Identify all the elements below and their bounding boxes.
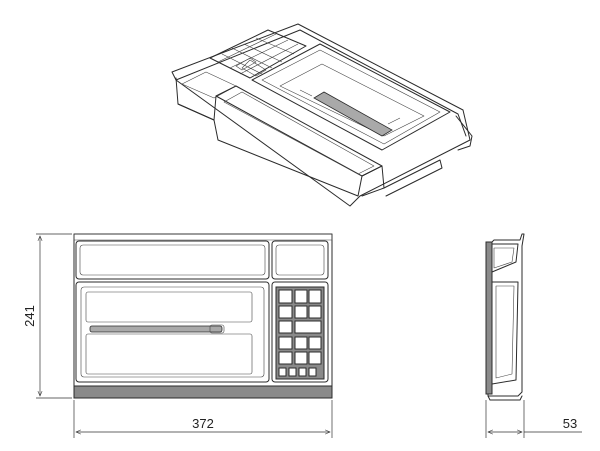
dimension-width: 372 — [73, 400, 333, 438]
depth-label: 53 — [563, 416, 577, 431]
compartment-grid-top — [271, 281, 329, 383]
small-compartments-iso — [209, 29, 307, 79]
height-label: 241 — [22, 305, 37, 327]
isometric-view — [171, 23, 473, 207]
side-view — [485, 233, 525, 401]
top-view — [73, 233, 333, 399]
width-label: 372 — [192, 416, 214, 431]
dimension-depth: 53 — [485, 400, 582, 438]
large-tray-iso — [251, 43, 451, 151]
dimension-height: 241 — [22, 233, 72, 399]
